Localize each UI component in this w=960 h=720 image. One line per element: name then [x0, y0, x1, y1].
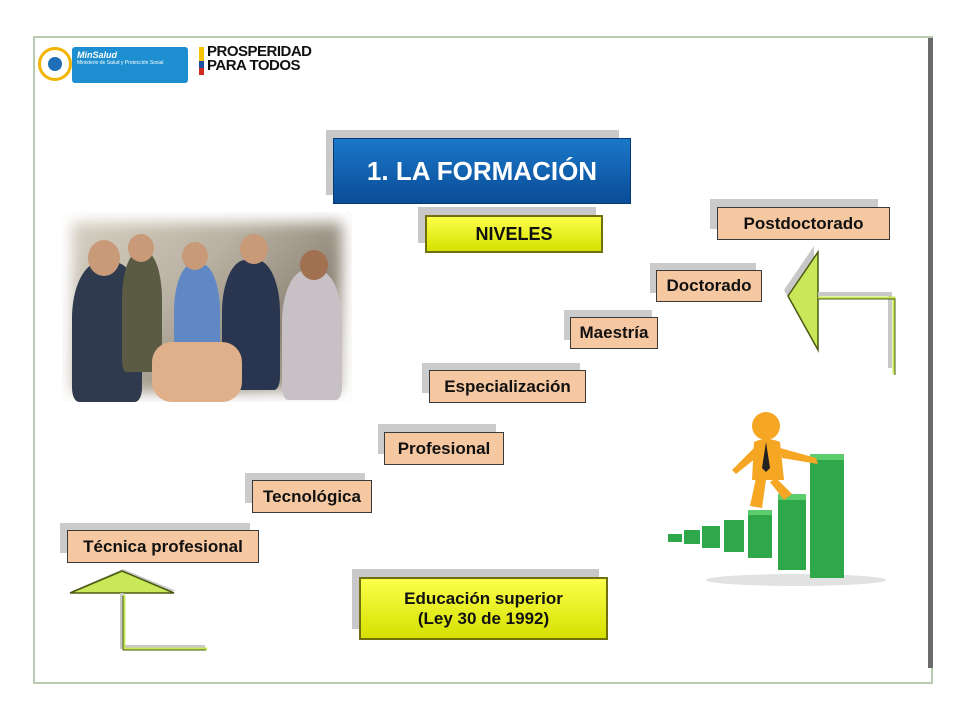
education-line-1: Educación superior — [404, 588, 563, 608]
level-doctorado: Doctorado — [656, 270, 762, 302]
level-especializacion: Especialización — [429, 370, 586, 403]
niveles-label: NIVELES — [425, 215, 603, 253]
colombia-flag-icon — [199, 47, 204, 75]
slogan-line-1: PROSPERIDAD — [207, 43, 312, 60]
slide-title: 1. LA FORMACIÓN — [333, 138, 631, 204]
ministry-subtitle: Ministerio de Salud y Protección Social — [77, 60, 164, 66]
left-arrow-icon — [784, 246, 896, 375]
slide-edge-bar — [928, 38, 933, 668]
up-arrow-icon — [69, 569, 207, 651]
prosperidad-logo: PROSPERIDAD PARA TODOS — [207, 43, 312, 74]
training-photo — [62, 212, 352, 402]
level-postdoctorado: Postdoctorado — [717, 207, 890, 240]
education-box: Educación superior (Ley 30 de 1992) — [359, 577, 608, 640]
level-maestria: Maestría — [570, 317, 658, 349]
ministry-name: MinSalud — [77, 50, 117, 60]
minsalud-logo: MinSalud Ministerio de Salud y Protecció… — [72, 47, 188, 83]
level-tecnica-profesional: Técnica profesional — [67, 530, 259, 563]
level-profesional: Profesional — [384, 432, 504, 465]
colombia-seal-icon — [38, 47, 72, 81]
slogan-line-2: PARA TODOS — [207, 57, 301, 74]
stairs-person-icon — [668, 412, 886, 586]
education-line-2: (Ley 30 de 1992) — [417, 608, 550, 628]
level-tecnologica: Tecnológica — [252, 480, 372, 513]
